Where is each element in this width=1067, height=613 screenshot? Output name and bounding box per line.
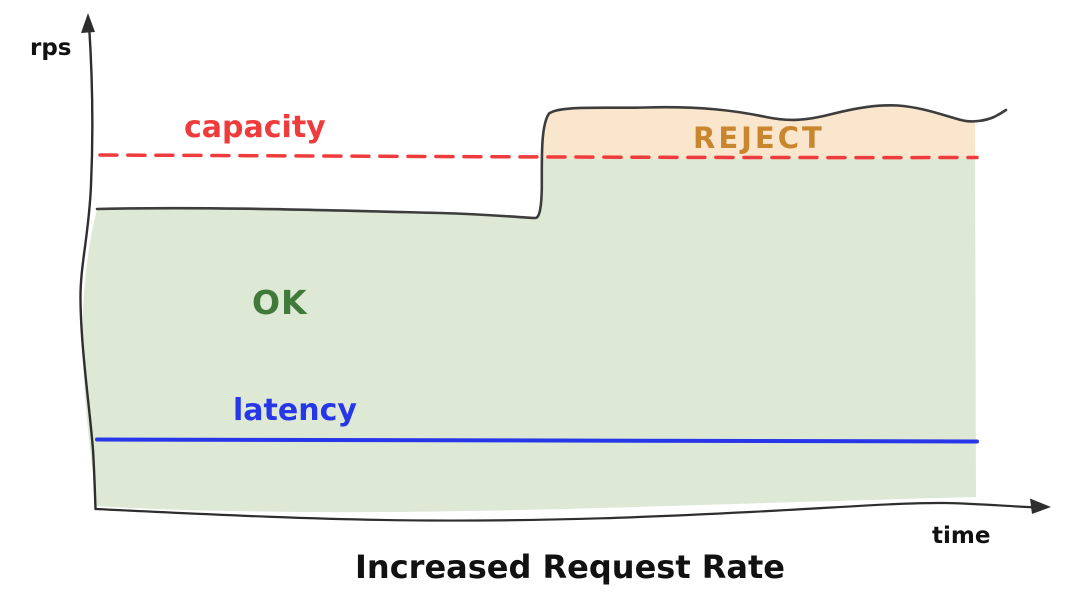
y-axis-arrowhead — [81, 13, 95, 33]
ok-label: OK — [252, 283, 308, 322]
reject-area — [543, 105, 975, 159]
x-axis-label: time — [932, 523, 991, 549]
y-axis — [79, 22, 97, 511]
reject-label: REJECT — [693, 121, 825, 155]
ok-area — [82, 105, 976, 513]
capacity-line — [98, 153, 979, 160]
y-axis-label: rps — [30, 35, 72, 61]
latency-label: latency — [233, 393, 357, 428]
latency-line — [95, 437, 979, 444]
request-rate-curve — [95, 104, 1008, 220]
x-axis — [94, 501, 1038, 522]
chart-title: Increased Request Rate — [355, 548, 785, 586]
capacity-label: capacity — [184, 110, 326, 145]
x-axis-arrowhead — [1030, 498, 1051, 514]
